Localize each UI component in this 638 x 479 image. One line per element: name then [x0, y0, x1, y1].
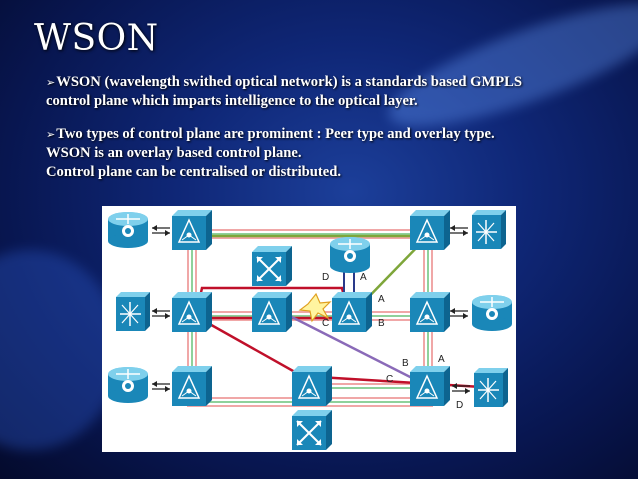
bullet-2-line-3: Control plane can be centralised or dist… [46, 164, 341, 180]
bullet-2: ➢Two types of control plane are prominen… [46, 125, 626, 144]
optical-node-icon [409, 365, 451, 407]
switch-icon [473, 367, 509, 408]
router-icon [329, 236, 371, 274]
path-label-d: D [322, 272, 329, 283]
path-label-a: A [438, 354, 445, 365]
dual-arrow-icon [151, 224, 171, 237]
switch-icon [471, 209, 507, 250]
path-label-b: B [402, 358, 409, 369]
bullet-1-line-2: control plane which imparts intelligence… [46, 93, 418, 109]
optical-node-icon [291, 365, 333, 407]
optical-node-icon [171, 365, 213, 407]
bullet-1: ➢WSON (wavelength swithed optical networ… [46, 73, 626, 92]
arrow-bullet-icon: ➢ [46, 128, 56, 141]
optical-node-icon [409, 209, 451, 251]
optical-node-icon [409, 291, 451, 333]
path-label-a: A [378, 294, 385, 305]
path-label-c: C [386, 374, 393, 385]
dual-arrow-icon [151, 380, 171, 393]
path-label-d: D [456, 400, 463, 411]
lightpath-purple [277, 308, 421, 384]
router-icon [107, 211, 149, 249]
bullet-1-line-1: WSON (wavelength swithed optical network… [56, 74, 523, 90]
bullet-2-line-2: WSON is an overlay based control plane. [46, 145, 302, 161]
dual-arrow-icon [449, 307, 469, 320]
dual-arrow-icon [151, 307, 171, 320]
fiber-cut-icon [298, 292, 332, 323]
network-diagram-svg: D A A B C B A C D [107, 209, 513, 451]
arrow-bullet-icon: ➢ [46, 76, 56, 89]
dual-arrow-icon [449, 224, 469, 237]
cross-connect-icon [291, 409, 333, 451]
path-label-b: B [378, 318, 385, 329]
optical-node-icon [251, 291, 293, 333]
router-icon [107, 366, 149, 404]
optical-node-icon [171, 291, 213, 333]
path-label-c: C [322, 318, 329, 329]
slide-bullets: ➢WSON (wavelength swithed optical networ… [46, 73, 626, 182]
wson-network-diagram: D A A B C B A C D [102, 206, 516, 452]
path-label-a: A [360, 272, 367, 283]
slide-title: WSON [34, 18, 159, 59]
optical-node-icon [331, 291, 373, 333]
switch-icon [115, 291, 151, 332]
cross-connect-icon [251, 245, 293, 287]
bullet-2-line-1: Two types of control plane are prominent… [56, 126, 495, 142]
optical-node-icon [171, 209, 213, 251]
router-icon [471, 294, 513, 332]
